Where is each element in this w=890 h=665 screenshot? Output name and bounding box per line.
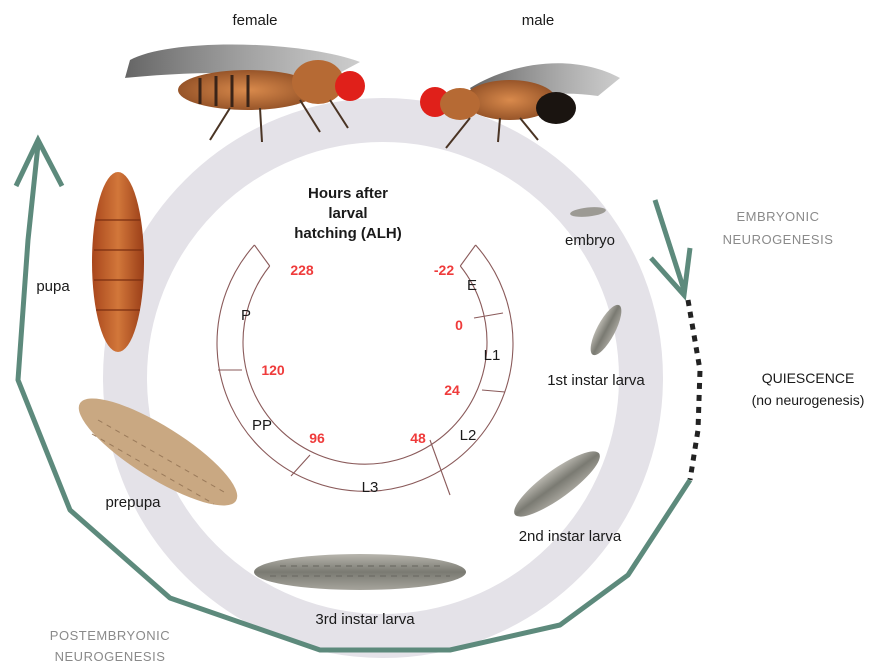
quiescence-dotted-line xyxy=(688,300,700,480)
stage-label-l2: 2nd instar larva xyxy=(519,528,622,545)
third-instar-larva-image xyxy=(254,554,466,590)
phase-quiescence-line-2: (no neurogenesis) xyxy=(752,392,865,408)
phase-postembryonic-line-1: POSTEMBRYONIC xyxy=(50,628,170,643)
hour-label: 120 xyxy=(261,362,285,378)
phase-quiescence-line-1: QUIESCENCE xyxy=(762,370,855,386)
segment-P: P xyxy=(241,307,251,324)
hour-label: 24 xyxy=(444,382,460,398)
segment-L3: L3 xyxy=(362,479,379,496)
hour-label: 96 xyxy=(309,430,325,446)
phase-postembryonic-line-2: NEUROGENESIS xyxy=(55,649,166,664)
stage-label-prepupa: prepupa xyxy=(105,494,161,511)
hour-label: 48 xyxy=(410,430,426,446)
stage-label-embryo: embryo xyxy=(565,232,615,249)
stage-label-male: male xyxy=(522,12,555,29)
hour-label: 0 xyxy=(455,317,463,333)
segment-PP: PP xyxy=(252,417,272,434)
segment-E: E xyxy=(467,277,477,294)
stage-label-pupa: pupa xyxy=(36,278,70,295)
stage-label-l3: 3rd instar larva xyxy=(315,611,415,628)
phase-embryonic-line-1: EMBRYONIC xyxy=(737,209,820,224)
segment-L1: L1 xyxy=(484,347,501,364)
segment-L2: L2 xyxy=(460,427,477,444)
stage-label-l1: 1st instar larva xyxy=(547,372,645,389)
stage-label-female: female xyxy=(232,12,277,29)
header-line-1: Hours after xyxy=(308,185,388,202)
hour-label: 228 xyxy=(290,262,314,278)
header-line-2: larval xyxy=(328,205,367,222)
hour-label: -22 xyxy=(434,262,454,278)
header-line-3: hatching (ALH) xyxy=(294,225,401,242)
pupa-image xyxy=(92,172,144,352)
phase-embryonic-line-2: NEUROGENESIS xyxy=(723,232,834,247)
